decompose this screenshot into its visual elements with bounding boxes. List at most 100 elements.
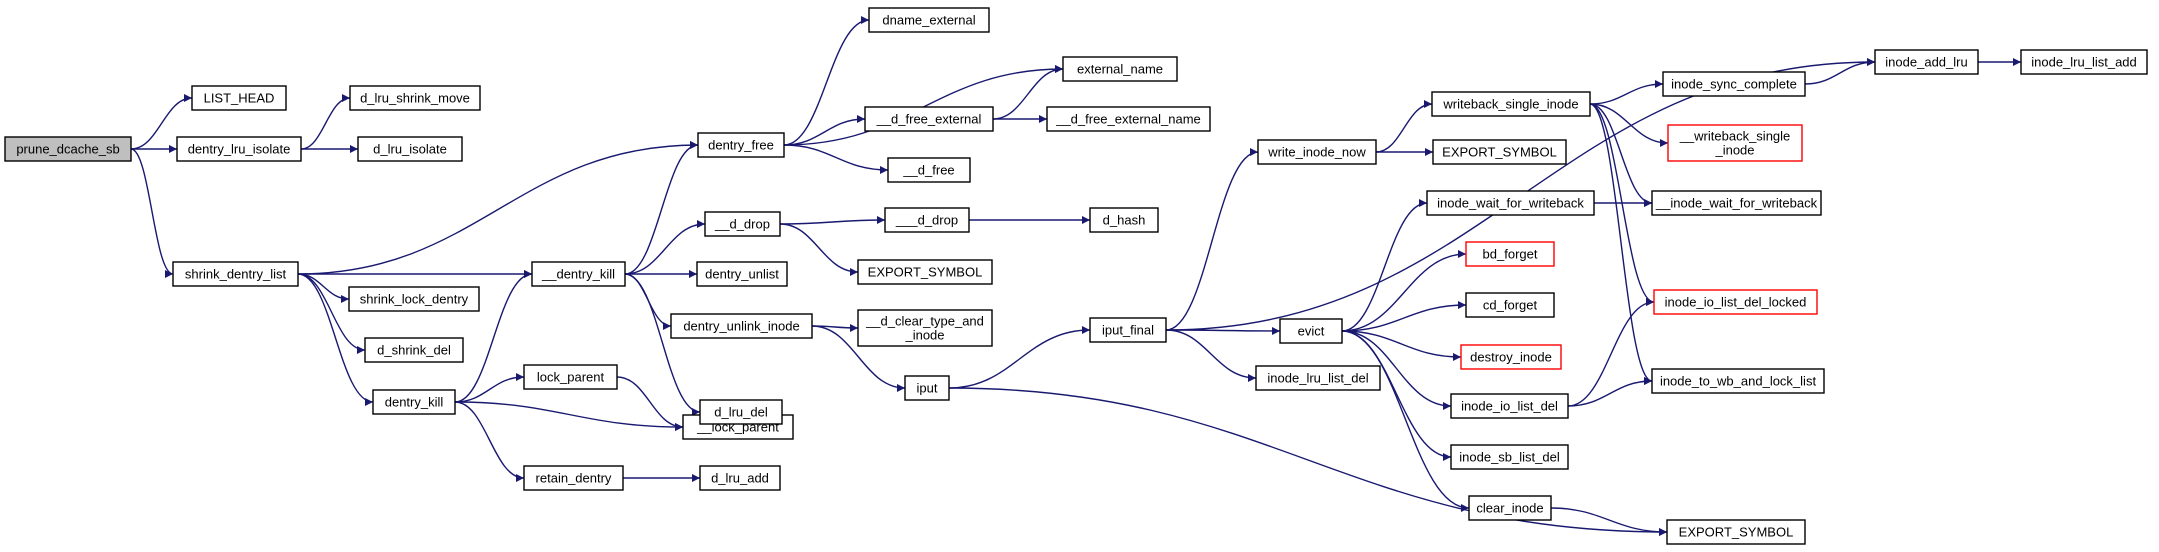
node-dentry-free[interactable]: dentry_free	[697, 132, 785, 158]
edge-dentry-free-to-d-free-external	[783, 115, 866, 146]
edge-clear-inode-to-export-symbol-3	[1550, 507, 1668, 536]
node-dentry-kill[interactable]: dentry_kill	[372, 389, 456, 415]
node-d-free-external-name[interactable]: __d_free_external_name	[1046, 106, 1211, 132]
node-d-free[interactable]: __d_free	[887, 157, 971, 183]
node-inode-lru-list-del[interactable]: inode_lru_list_del	[1255, 365, 1381, 391]
node-d-lru-del[interactable]: d_lru_del	[699, 399, 783, 425]
node-d-lru-shrink-move[interactable]: d_lru_shrink_move	[349, 85, 481, 111]
node-label: dentry_unlist	[705, 267, 779, 282]
node-export-symbol-2[interactable]: EXPORT_SYMBOL	[1432, 139, 1567, 165]
edge-dentry-kill-to-dentry-kill	[454, 270, 533, 403]
node-prune-dcache-sb[interactable]: prune_dcache_sb	[4, 136, 132, 162]
node-retain-dentry[interactable]: retain_dentry	[523, 465, 624, 491]
node-cd-forget[interactable]: cd_forget	[1465, 292, 1555, 318]
node-writeback-single-inode[interactable]: __writeback_single_inode	[1667, 124, 1803, 162]
edge-d-drop-to-export-symbol-1	[779, 223, 859, 276]
node-iput[interactable]: iput	[904, 375, 950, 401]
edge-d-free-external-to-external-name	[992, 65, 1064, 120]
edge-dentry-kill-to-lock-parent	[454, 401, 684, 431]
node-dname-external[interactable]: dname_external	[868, 7, 990, 33]
node-label: EXPORT_SYMBOL	[1679, 525, 1794, 540]
edge-evict-to-bd-forget	[1341, 250, 1467, 332]
edge-iput-to-iput-final	[948, 326, 1091, 389]
edge-dentry-kill-to-retain-dentry	[454, 401, 525, 482]
node-box	[1431, 91, 1591, 117]
nodes-layer: prune_dcache_sb LIST_HEAD dentry_lru_isola…	[4, 7, 2148, 545]
node-box	[4, 136, 132, 162]
edge-writeback-single-inode-to-writeback-single-inode	[1589, 103, 1669, 147]
node-external-name[interactable]: external_name	[1062, 56, 1178, 82]
node-label: _inode	[904, 328, 944, 343]
node-box	[1089, 317, 1167, 343]
node-d-drop[interactable]: ___d_drop	[884, 207, 970, 233]
edge-dentry-kill-to-lock-parent	[454, 373, 525, 403]
node-dentry-unlink-inode[interactable]: dentry_unlink_inode	[670, 313, 813, 339]
node-d-clear-type-and-inode[interactable]: __d_clear_type_and_inode	[857, 309, 993, 347]
node-dentry-lru-isolate[interactable]: dentry_lru_isolate	[176, 136, 302, 162]
node-label: EXPORT_SYMBOL	[1442, 145, 1557, 160]
node-label: d_lru_add	[711, 471, 769, 486]
node-inode-sb-list-del[interactable]: inode_sb_list_del	[1450, 444, 1569, 470]
node-inode-io-list-del-locked[interactable]: inode_io_list_del_locked	[1653, 289, 1818, 315]
node-dentry-unlist[interactable]: dentry_unlist	[696, 261, 788, 287]
node-export-symbol-1[interactable]: EXPORT_SYMBOL	[857, 259, 993, 285]
node-d-shrink-del[interactable]: d_shrink_del	[364, 337, 464, 363]
node-inode-lru-list-add[interactable]: inode_lru_list_add	[2020, 49, 2148, 75]
node-bd-forget[interactable]: bd_forget	[1465, 241, 1555, 267]
edge-writeback-single-inode-to-inode-sync-complete	[1589, 80, 1664, 105]
node-label: ___d_drop	[895, 213, 958, 228]
node-dentry-kill[interactable]: __dentry_kill	[531, 261, 626, 287]
edge-iput-final-to-inode-lru-list-del	[1165, 329, 1257, 382]
node-inode-wait-for-writeback[interactable]: inode_wait_for_writeback	[1426, 190, 1595, 216]
node-shrink-dentry-list[interactable]: shrink_dentry_list	[172, 261, 299, 287]
node-inode-to-wb-and-lock-list[interactable]: inode_to_wb_and_lock_list	[1651, 368, 1825, 394]
edge-evict-to-clear-inode	[1341, 330, 1470, 512]
node-box	[1468, 495, 1552, 521]
node-label: inode_io_list_del	[1461, 399, 1558, 414]
node-d-drop[interactable]: __d_drop	[704, 211, 781, 237]
node-box	[1465, 241, 1555, 267]
node-inode-add-lru[interactable]: inode_add_lru	[1874, 49, 1979, 75]
node-writeback-single-inode[interactable]: writeback_single_inode	[1431, 91, 1591, 117]
node-label: inode_lru_list_add	[2031, 55, 2137, 70]
node-clear-inode[interactable]: clear_inode	[1468, 495, 1552, 521]
node-list-head[interactable]: LIST_HEAD	[191, 85, 287, 111]
node-lock-parent[interactable]: lock_parent	[523, 364, 618, 390]
node-label: __d_free	[902, 163, 954, 178]
edge-shrink-dentry-list-to-dentry-free	[297, 141, 699, 275]
node-iput-final[interactable]: iput_final	[1089, 317, 1167, 343]
node-inode-sync-complete[interactable]: inode_sync_complete	[1662, 71, 1806, 97]
node-d-lru-isolate[interactable]: d_lru_isolate	[357, 136, 463, 162]
node-box	[699, 465, 781, 491]
node-write-inode-now[interactable]: write_inode_now	[1257, 139, 1377, 165]
node-box	[357, 136, 463, 162]
node-label: shrink_lock_dentry	[360, 292, 469, 307]
node-label: EXPORT_SYMBOL	[868, 265, 983, 280]
node-label: inode_sync_complete	[1671, 77, 1797, 92]
node-d-free-external[interactable]: __d_free_external	[864, 106, 994, 132]
node-label: dentry_unlink_inode	[683, 319, 799, 334]
node-label: evict	[1298, 324, 1325, 339]
node-inode-wait-for-writeback[interactable]: __inode_wait_for_writeback	[1651, 190, 1822, 216]
node-label: inode_io_list_del_locked	[1665, 295, 1807, 310]
edge-lock-parent-to-lock-parent	[616, 376, 684, 431]
node-box	[372, 389, 456, 415]
node-inode-io-list-del[interactable]: inode_io_list_del	[1450, 393, 1569, 419]
node-box	[523, 364, 618, 390]
node-box	[1257, 139, 1377, 165]
node-d-hash[interactable]: d_hash	[1089, 207, 1159, 233]
node-d-lru-add[interactable]: d_lru_add	[699, 465, 781, 491]
node-label: __d_free_external_name	[1055, 112, 1201, 127]
node-shrink-lock-dentry[interactable]: shrink_lock_dentry	[348, 286, 480, 312]
node-export-symbol-3[interactable]: EXPORT_SYMBOL	[1666, 519, 1806, 545]
edge-write-inode-now-to-writeback-single-inode	[1375, 100, 1433, 153]
edges-layer	[130, 16, 2021, 536]
node-label: d_lru_isolate	[373, 142, 447, 157]
node-label: d_lru_shrink_move	[360, 91, 470, 106]
node-box	[887, 157, 971, 183]
node-evict[interactable]: evict	[1279, 318, 1343, 344]
edge-evict-to-inode-io-list-del	[1341, 330, 1452, 410]
node-destroy-inode[interactable]: destroy_inode	[1460, 344, 1562, 370]
node-box	[1450, 393, 1569, 419]
node-label: inode_wait_for_writeback	[1437, 196, 1584, 211]
